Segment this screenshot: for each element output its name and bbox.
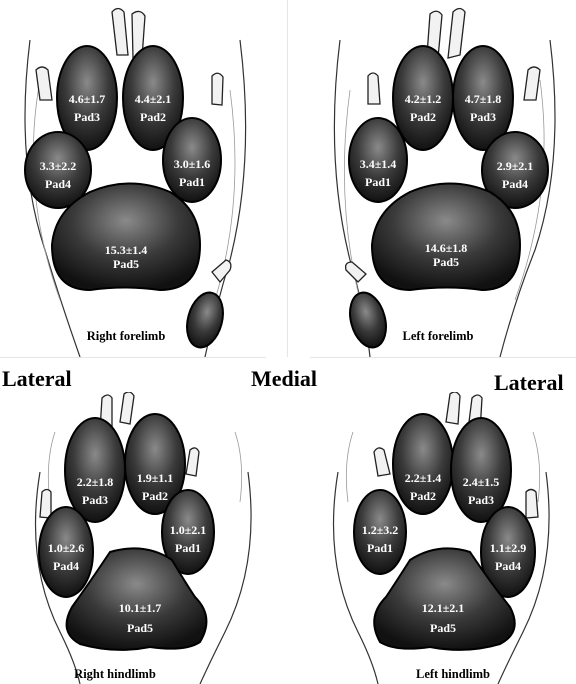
claw-icon — [526, 490, 538, 519]
pad-value: 1.1±2.9 — [490, 541, 527, 555]
pad-name: Pad5 — [433, 255, 459, 269]
pad-value: 1.2±3.2 — [362, 523, 399, 537]
pad-name: Pad1 — [179, 175, 205, 189]
pad-value: 12.1±2.1 — [422, 601, 465, 615]
limb-caption: Left forelimb — [403, 329, 474, 343]
pad-value: 2.2±1.8 — [77, 475, 114, 489]
pad-value: 3.4±1.4 — [360, 157, 397, 171]
claw-icon — [212, 260, 231, 282]
pad-name: Pad4 — [502, 177, 528, 191]
limb-caption: Right hindlimb — [74, 667, 156, 681]
pad-name: Pad3 — [74, 110, 100, 124]
pad-5-shape — [372, 184, 520, 291]
pad-name: Pad1 — [175, 541, 201, 555]
claw-icon — [368, 73, 380, 104]
pad-name: Pad2 — [142, 489, 168, 503]
paw-diagram-left-hindlimb: 2.2±1.4 Pad2 2.4±1.5 Pad3 1.2±3.2 Pad1 1… — [318, 392, 564, 684]
pad-name: Pad1 — [367, 541, 393, 555]
pad-value: 14.6±1.8 — [425, 241, 468, 255]
claw-icon — [112, 9, 128, 56]
pad-value: 2.2±1.4 — [405, 471, 442, 485]
claw-icon — [446, 392, 460, 424]
claw-icon — [374, 448, 390, 476]
paw-panel-right-hindlimb: 2.2±1.8 Pad3 1.9±1.1 Pad2 1.0±2.6 Pad4 1… — [20, 392, 266, 684]
panel-divider — [0, 357, 266, 358]
pad-value: 15.3±1.4 — [105, 243, 148, 257]
claw-icon — [186, 448, 199, 476]
pad-value: 3.3±2.2 — [40, 159, 77, 173]
dewclaw-pad-shape — [181, 289, 228, 352]
paw-panel-left-forelimb: 4.2±1.2 Pad2 4.7±1.8 Pad3 3.4±1.4 Pad1 2… — [310, 0, 576, 357]
panel-divider — [287, 0, 288, 357]
claw-icon — [448, 9, 465, 59]
pad-name: Pad2 — [140, 110, 166, 124]
pad-name: Pad5 — [127, 621, 153, 635]
pad-name: Pad5 — [113, 257, 139, 271]
paw-diagram-right-hindlimb: 2.2±1.8 Pad3 1.9±1.1 Pad2 1.0±2.6 Pad4 1… — [20, 392, 266, 684]
lateral-label-left: Lateral — [2, 366, 72, 392]
paw-diagram-right-forelimb: 4.6±1.7 Pad3 4.4±2.1 Pad2 3.3±2.2 Pad4 3… — [0, 0, 266, 357]
pad-name: Pad4 — [495, 559, 521, 573]
pad-value: 4.2±1.2 — [405, 92, 442, 106]
pad-value: 2.9±2.1 — [497, 159, 534, 173]
claw-icon — [212, 73, 223, 105]
paw-panel-right-forelimb: 4.6±1.7 Pad3 4.4±2.1 Pad2 3.3±2.2 Pad4 3… — [0, 0, 266, 357]
pad-name: Pad1 — [365, 175, 391, 189]
pad-name: Pad4 — [45, 177, 71, 191]
claw-icon — [120, 392, 134, 424]
paw-panel-left-hindlimb: 2.2±1.4 Pad2 2.4±1.5 Pad3 1.2±3.2 Pad1 1… — [318, 392, 564, 684]
pad-value: 4.4±2.1 — [135, 92, 172, 106]
pad-value: 3.0±1.6 — [174, 157, 211, 171]
pad-name: Pad2 — [410, 489, 436, 503]
claw-icon — [524, 67, 540, 100]
pad-name: Pad3 — [468, 493, 494, 507]
limb-caption: Right forelimb — [87, 329, 166, 343]
pad-name: Pad4 — [53, 559, 79, 573]
claw-icon — [36, 67, 52, 100]
pad-value: 10.1±1.7 — [119, 601, 162, 615]
pad-value: 4.7±1.8 — [465, 92, 502, 106]
pad-value: 1.0±2.1 — [170, 523, 207, 537]
limb-caption: Left hindlimb — [416, 667, 490, 681]
pad-value: 1.9±1.1 — [137, 471, 174, 485]
claw-icon — [40, 490, 51, 519]
panel-divider — [310, 357, 576, 358]
claw-icon — [346, 262, 366, 282]
pad-value: 4.6±1.7 — [69, 92, 106, 106]
dewclaw-pad-shape — [344, 289, 391, 352]
pad-value: 1.0±2.6 — [48, 541, 85, 555]
pad-name: Pad3 — [82, 493, 108, 507]
pad-name: Pad2 — [410, 110, 436, 124]
paw-diagram-left-forelimb: 4.2±1.2 Pad2 4.7±1.8 Pad3 3.4±1.4 Pad1 2… — [310, 0, 576, 357]
pad-value: 2.4±1.5 — [463, 475, 500, 489]
pad-name: Pad3 — [470, 110, 496, 124]
medial-label: Medial — [251, 366, 317, 392]
pad-name: Pad5 — [430, 621, 456, 635]
